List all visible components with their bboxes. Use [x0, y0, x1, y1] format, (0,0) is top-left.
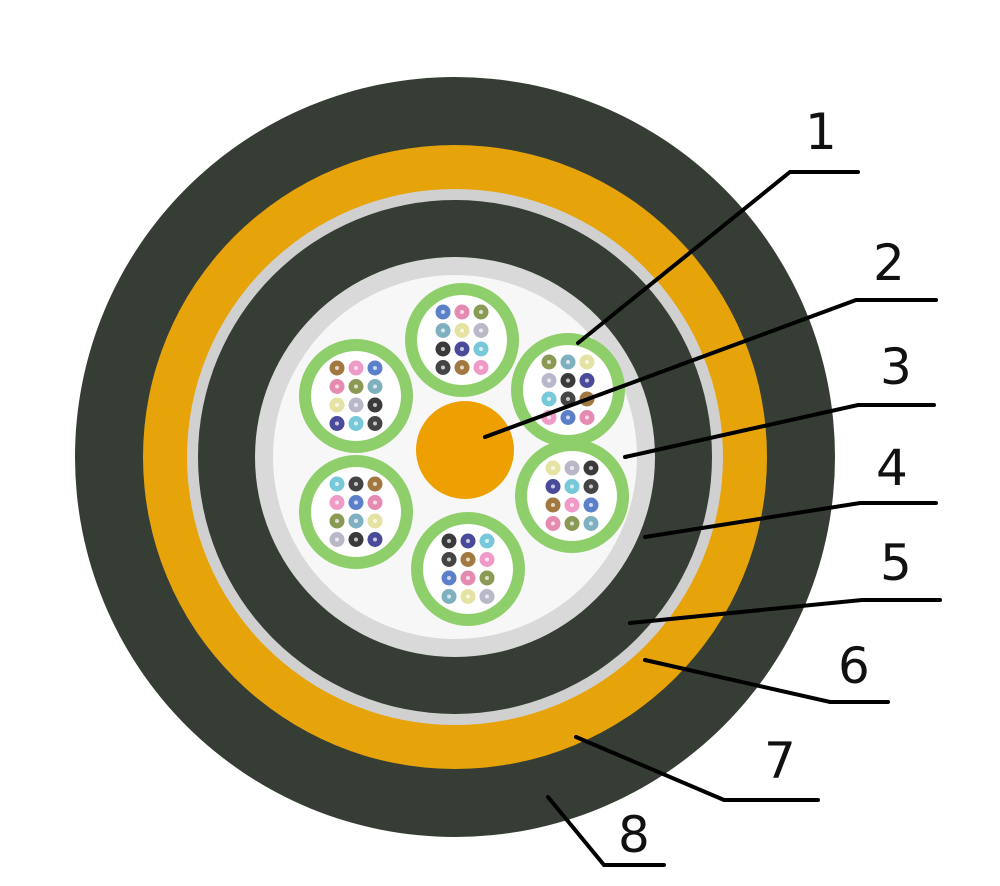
fiber-core [485, 594, 489, 599]
fiber-core [589, 484, 593, 489]
leader-line-3 [623, 403, 936, 459]
fiber-core [354, 421, 358, 426]
fiber-core [585, 378, 589, 383]
fiber-core [570, 484, 574, 489]
fiber-core [335, 482, 339, 486]
fiber-core [460, 328, 464, 333]
fiber-core [354, 366, 358, 370]
fiber-core [547, 397, 551, 401]
leader-line-4 [643, 501, 938, 539]
fiber-core [354, 403, 358, 407]
callout-number-8: 8 [618, 806, 650, 864]
fiber-core [335, 500, 339, 505]
fiber-core [479, 347, 483, 351]
loose-tube [299, 339, 413, 453]
fiber-core [566, 378, 570, 383]
fiber-core [547, 378, 551, 383]
fiber-core [447, 539, 451, 543]
fiber-core [354, 384, 358, 389]
callout-numbers: 1 2 3 4 567 8 [618, 103, 912, 864]
fiber-core [466, 539, 470, 543]
leader-line-5 [628, 598, 942, 625]
fiber-core [441, 365, 445, 370]
fiber-core [354, 519, 358, 523]
fiber-core [479, 328, 483, 333]
leader-line-8 [546, 795, 666, 867]
fiber-core [373, 384, 377, 389]
callout-number-3: 3 [880, 338, 912, 396]
fiber-core [335, 384, 339, 389]
fiber-core [551, 466, 555, 470]
fiber-core [441, 310, 445, 314]
fiber-core [373, 519, 377, 523]
fiber-core [354, 482, 358, 486]
fiber-core [570, 503, 574, 507]
fiber-core [335, 403, 339, 407]
fiber-core [335, 537, 339, 542]
fiber-core [460, 310, 464, 314]
fiber-core [441, 328, 445, 333]
fiber-core [373, 403, 377, 407]
fiber-core [335, 421, 339, 426]
fiber-core [570, 521, 574, 526]
central-strength-member [416, 401, 514, 499]
fiber-core [551, 484, 555, 489]
fiber-core [447, 594, 451, 599]
leader-line-2 [483, 298, 938, 439]
fiber-core [566, 415, 570, 420]
fiber-core [551, 503, 555, 507]
loose-tube [299, 455, 413, 569]
leader-lines [483, 170, 942, 867]
fiber-core [485, 539, 489, 543]
leader-line-7 [574, 735, 820, 802]
fiber-core [485, 576, 489, 580]
fiber-core [585, 360, 589, 364]
fiber-core [373, 500, 377, 505]
fiber-core [373, 421, 377, 426]
callout-number-7: 7 [764, 732, 796, 790]
callout-number-2: 2 [873, 234, 905, 292]
fiber-core [466, 594, 470, 599]
loose-tube [405, 283, 519, 397]
fiber-core [354, 500, 358, 505]
fiber-core [447, 557, 451, 562]
fiber-core [551, 521, 555, 526]
fiber-core [373, 537, 377, 542]
fiber-core [570, 466, 574, 470]
fiber-core [460, 347, 464, 351]
fiber-core [589, 521, 593, 526]
callout-number-6: 6 [838, 637, 870, 695]
fiber-core [466, 557, 470, 562]
fiber-core [447, 576, 451, 580]
fiber-core [547, 415, 551, 420]
fiber-core [589, 503, 593, 507]
loose-tube [515, 439, 629, 553]
fiber-core [354, 537, 358, 542]
fiber-core [589, 466, 593, 470]
fiber-core [485, 557, 489, 562]
fiber-core [585, 415, 589, 420]
callout-number-5: 5 [880, 534, 912, 592]
fiber-core [373, 482, 377, 486]
fiber-core [566, 360, 570, 364]
fiber-core [547, 360, 551, 364]
fiber-core [335, 366, 339, 370]
fiber-core [479, 365, 483, 370]
fiber-core [566, 397, 570, 401]
leader-line-6 [643, 658, 890, 704]
leader-line-1 [576, 170, 860, 345]
fiber-core [441, 347, 445, 351]
fiber-core [460, 365, 464, 370]
loose-tubes [299, 283, 629, 626]
loose-tube [411, 512, 525, 626]
fiber-core [373, 366, 377, 370]
fiber-core [466, 576, 470, 580]
callout-number-4: 4 [876, 439, 908, 497]
fiber-core [479, 310, 483, 314]
callout-number-1: 1 [805, 103, 837, 161]
fiber-core [335, 519, 339, 523]
